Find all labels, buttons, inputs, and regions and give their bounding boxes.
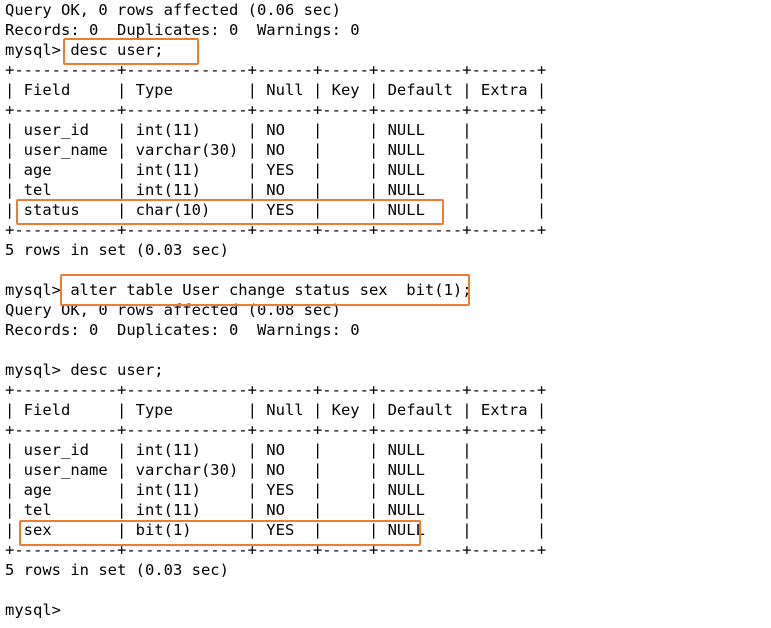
output-line: Records: 0 Duplicates: 0 Warnings: 0 xyxy=(5,321,360,339)
table-row: | user_id | int(11) | NO | | NULL | | xyxy=(5,121,547,139)
table-row: | age | int(11) | YES | | NULL | | xyxy=(5,161,547,179)
table-border: +-----------+-------------+------+-----+… xyxy=(5,101,547,119)
command-line: mysql> alter table User change status se… xyxy=(5,281,472,299)
output-line: Query OK, 0 rows affected (0.06 sec) xyxy=(5,1,341,19)
table-header-row: | Field | Type | Null | Key | Default | … xyxy=(5,401,547,419)
table-header-row: | Field | Type | Null | Key | Default | … xyxy=(5,81,547,99)
table-row: | age | int(11) | YES | | NULL | | xyxy=(5,481,547,499)
table-border: +-----------+-------------+------+-----+… xyxy=(5,221,547,239)
table-border: +-----------+-------------+------+-----+… xyxy=(5,541,547,559)
table-row: | tel | int(11) | NO | | NULL | | xyxy=(5,501,547,519)
output-line: Records: 0 Duplicates: 0 Warnings: 0 xyxy=(5,21,360,39)
table-row: | sex | bit(1) | YES | | NULL | | xyxy=(5,521,547,539)
table-row: | user_name | varchar(30) | NO | | NULL … xyxy=(5,461,547,479)
table-border: +-----------+-------------+------+-----+… xyxy=(5,61,547,79)
command-line: mysql> desc user; xyxy=(5,361,164,379)
command-line: mysql> desc user; xyxy=(5,41,164,59)
table-row: | user_id | int(11) | NO | | NULL | | xyxy=(5,441,547,459)
output-line: 5 rows in set (0.03 sec) xyxy=(5,561,229,579)
table-row: | status | char(10) | YES | | NULL | | xyxy=(5,201,547,219)
table-border: +-----------+-------------+------+-----+… xyxy=(5,421,547,439)
table-border: +-----------+-------------+------+-----+… xyxy=(5,381,547,399)
output-line: 5 rows in set (0.03 sec) xyxy=(5,241,229,259)
table-row: | tel | int(11) | NO | | NULL | | xyxy=(5,181,547,199)
table-row: | user_name | varchar(30) | NO | | NULL … xyxy=(5,141,547,159)
prompt-line: mysql> xyxy=(5,601,61,619)
output-line: Query OK, 0 rows affected (0.08 sec) xyxy=(5,301,341,319)
